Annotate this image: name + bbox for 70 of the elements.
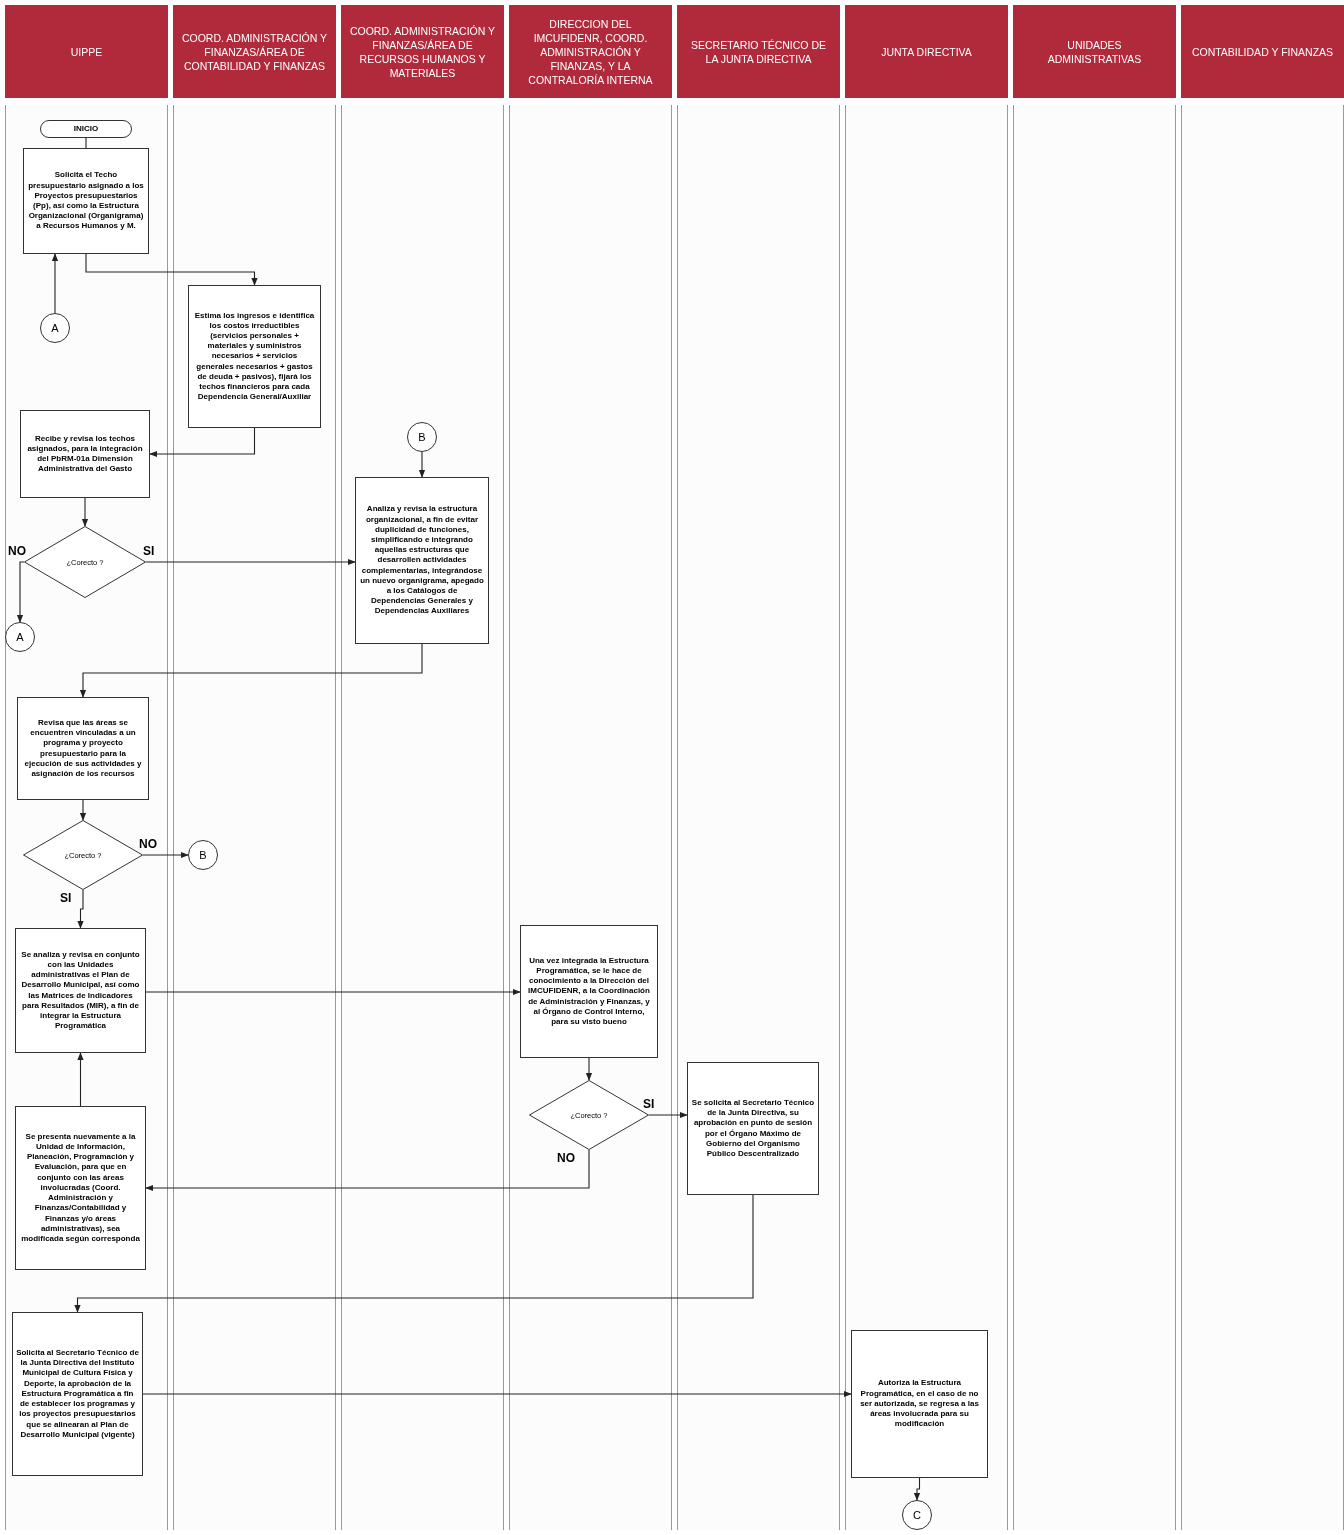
flow-arrow [74, 1194, 754, 1313]
process-box [355, 477, 489, 644]
edge-label: SI [143, 545, 155, 558]
flow-arrow [145, 988, 521, 996]
connector-letter: A [51, 320, 59, 336]
terminal-label: INICIO [73, 123, 99, 135]
flow-arrow [142, 851, 189, 859]
connector-letter: A [16, 629, 24, 645]
flow-arrow [149, 427, 256, 458]
process-box [23, 148, 149, 254]
edge-label: SI [60, 892, 72, 905]
process-box [520, 925, 658, 1058]
lane-title: UNIDADES ADMINISTRATIVAS [1046, 37, 1143, 66]
process-text: Se solicita al Secretario Técnico de la Junta Directiva, su aprobación en punto de sesión por el Órgano Máximo de Gobierno del Organismo Público Descentralizado [691, 1097, 815, 1160]
flow-arrow [77, 1052, 84, 1107]
lane-header [677, 5, 840, 98]
lane-header [1013, 5, 1176, 98]
flow-arrow [142, 1390, 852, 1398]
lane-header [509, 5, 672, 98]
edge-label: SI [643, 1098, 655, 1111]
process-box [17, 697, 149, 800]
lane-title: COORD. ADMINISTRACIÓN Y FINANZAS/ÁREA DE RECURSOS HUMANOS Y MATERIALES [349, 23, 496, 80]
lane-header [5, 5, 168, 98]
lane-header [845, 5, 1008, 98]
process-text: Solicita al Secretario Técnico de la Junta Directiva del Instituto Municipal de Cultura Física y Deporte, la aprobación de la Estructura Programática a fin de establecer los programas y los proyectos presupuestarios que se alinearan al Plan de Desarrollo Municipal (vigente) [16, 1348, 139, 1440]
flow-arrow [79, 799, 87, 821]
flow-arrow [79, 643, 423, 698]
flow-arrow [145, 558, 356, 566]
lane-title: UIPPE [70, 44, 103, 59]
lane-header [173, 5, 336, 98]
flow-arrow [77, 889, 84, 929]
lane-title: SECRETARIO TÉCNICO DE LA JUNTA DIRECTIVA [690, 37, 827, 66]
lane-header [341, 5, 504, 98]
process-text: Solicita el Techo presupuestario asignado a los Proyectos presupuestarios (Pp), así como la Estructura Organizacional (Organigrama) a Recursos Humanos y M. [27, 170, 145, 232]
process-box [20, 410, 150, 498]
process-text: Revisa que las áreas se encuentren vinculadas a un programa y proyecto presupuestario para la ejecución de sus actividades y asignación de los recursos [23, 717, 143, 780]
flow-arrow [51, 253, 59, 314]
connector-letter: B [418, 429, 426, 445]
lane-title: COORD. ADMINISTRACIÓN Y FINANZAS/ÁREA DE CONTABILIDAD Y FINANZAS [181, 30, 328, 73]
lane-header [1181, 5, 1344, 98]
process-box [188, 285, 321, 428]
connector-letter: B [199, 847, 207, 863]
process-text: Recibe y revisa los techos asignados, para la integración del PbRM-01a Dimensión Administrativa del Gasto [26, 433, 144, 475]
flow-arrow [585, 1057, 593, 1081]
process-box [12, 1312, 143, 1476]
process-box [15, 928, 146, 1053]
flow-arrow [85, 253, 258, 286]
lane-title: DIRECCION DEL IMCUFIDENR, COORD. ADMINISTRACIÓN Y FINANZAS, Y LA CONTRALORÍA INTERNA [527, 16, 654, 87]
process-text: Estima los ingresos e identifica los costos irreductibles (servicios personales + materiales y suministros necesarios + servicios generales necesarios + gastos de deuda + pasivos), fijará los techos financieros para cada Dependencia General/Auxiliar [193, 310, 316, 403]
flow-arrow [145, 1149, 590, 1192]
process-box [687, 1062, 819, 1195]
flow-arrow [81, 497, 89, 527]
flow-arrow [16, 561, 25, 623]
flow-arrow [913, 1477, 921, 1501]
lane-title: JUNTA DIRECTIVA [881, 44, 972, 59]
edge-label: NO [557, 1152, 575, 1165]
flow-arrow [418, 451, 426, 478]
process-text: Una vez integrada la Estructura Programática, se le hace de conocimiento a la Dirección del IMCUFIDENR, a la Coordinación de Administración y Finanzas, y al Órgano de Control Interno, para su visto bueno [527, 955, 651, 1028]
connector-letter: C [913, 1507, 921, 1523]
lane-title: CONTABILIDAD Y FINANZAS [1191, 44, 1334, 59]
process-text: Analiza y revisa la estructura organizacional, a fin de evitar duplicidad de funciones, simplificando e integrando aquellas estructuras que desarrollen actividades complementarias, integrándose un nuevo organigrama, apegado a los Catálogos de Dependencias Generales y Dependencias Auxiliares [359, 504, 485, 617]
process-text: Se presenta nuevamente a la Unidad de Información, Planeación, Programación y Evaluación, para que en conjunto con las áreas involucradas (Coord. Administración y Finanzas/Contabilidad y Finanzas y/o áreas administrativas), sea modificada según corresponda [20, 1131, 141, 1245]
process-box [851, 1330, 988, 1478]
edge-label: NO [8, 545, 26, 558]
process-box [15, 1106, 146, 1270]
start-terminal [40, 120, 132, 138]
edge-label: NO [139, 838, 157, 851]
flow-arrow [648, 1111, 688, 1119]
process-text: Se analiza y revisa en conjunto con las Unidades administrativas el Plan de Desarrollo Municipal, así como las Matrices de Indicadores para Resultados (MIR), a fin de integrar la Estructura Programática [20, 949, 141, 1032]
process-text: Autoriza la Estructura Programática, en el caso de no ser autorizada, se regresa a las áreas involucrada para su modificación [859, 1378, 980, 1430]
